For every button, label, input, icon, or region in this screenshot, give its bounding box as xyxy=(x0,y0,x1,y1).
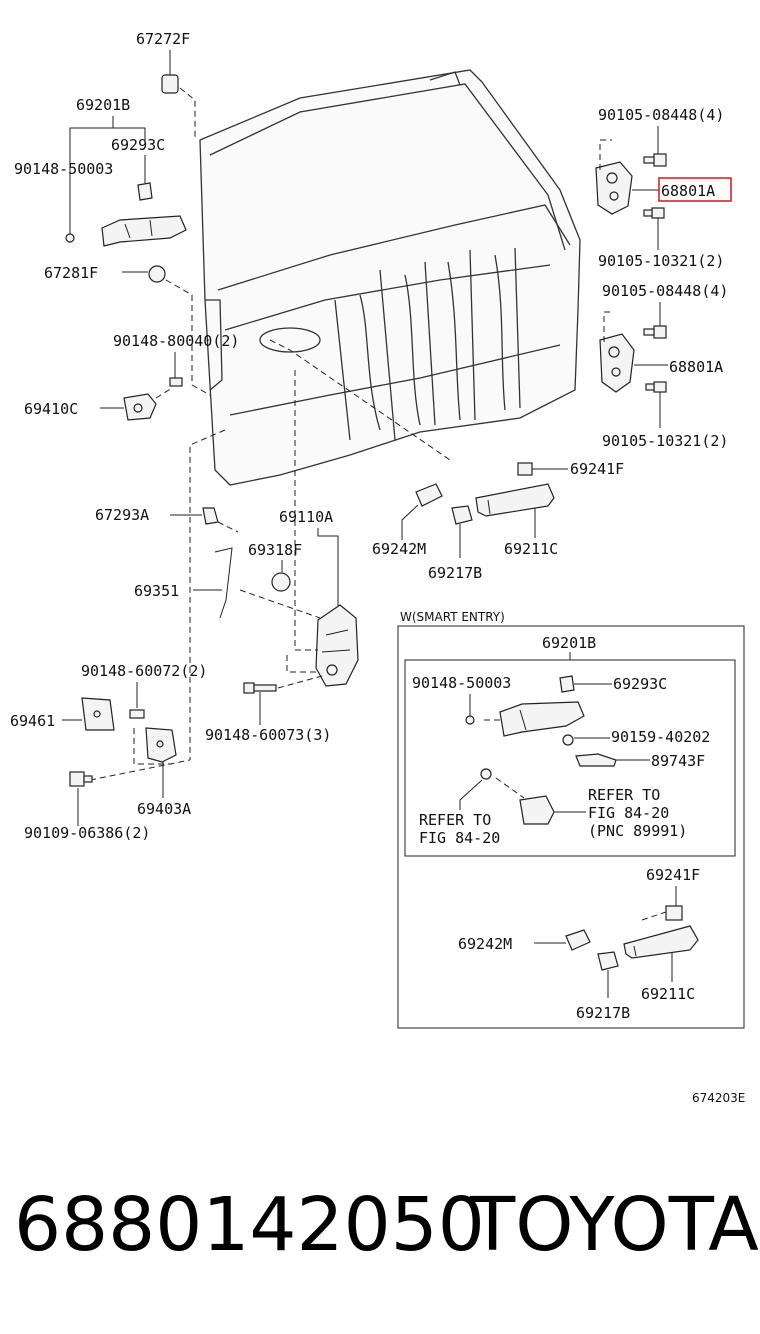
part-90105-08448-bolt-upper xyxy=(643,153,667,167)
label-smart-69217B: 69217B xyxy=(576,1004,630,1022)
part-69241F-connector xyxy=(517,462,533,476)
label-smart-69201B: 69201B xyxy=(542,634,596,652)
part-69201B-handle xyxy=(65,215,187,247)
part-smart-69241F-connector xyxy=(665,905,683,921)
label-69410C: 69410C xyxy=(24,400,78,418)
part-90105-10321-bolt-upper xyxy=(643,207,665,219)
label-smart-69211C: 69211C xyxy=(641,985,695,1003)
label-69110A: 69110A xyxy=(279,508,333,526)
part-smart-69211C-outside-handle xyxy=(623,911,699,959)
part-smart-90148-50003-screw xyxy=(465,715,475,725)
part-67293A-stopper xyxy=(202,507,239,533)
label-smart-69241F: 69241F xyxy=(646,866,700,884)
part-69403A-plate xyxy=(133,727,177,765)
part-90148-60073-bolt xyxy=(243,675,323,694)
part-smart-refer-module xyxy=(495,777,555,825)
part-69110A-lock-assembly xyxy=(239,370,359,687)
part-69351-rod xyxy=(214,547,233,619)
part-number: 6880142050 xyxy=(14,1182,485,1268)
label-69242M: 69242M xyxy=(372,540,426,558)
part-90109-06386-bolt xyxy=(69,771,93,787)
part-69293C-clip xyxy=(137,155,153,201)
label-90148-60072: 90148-60072(2) xyxy=(81,662,207,680)
label-90105-08448-lower: 90105-08448(4) xyxy=(602,282,728,300)
refer-left-line2: FIG 84-20 xyxy=(419,829,500,847)
label-smart-90159-40202: 90159-40202 xyxy=(611,728,710,746)
label-68801A-highlighted: 68801A xyxy=(661,182,715,200)
part-smart-refer-clip xyxy=(480,768,492,780)
part-smart-90159-40202-screw xyxy=(562,734,574,746)
figure-code: 674203E xyxy=(692,1091,745,1105)
part-90105-10321-bolt-lower xyxy=(645,381,667,393)
part-67272F-stopper xyxy=(161,50,196,140)
part-90105-08448-bolt-lower xyxy=(643,325,667,339)
label-69318F: 69318F xyxy=(248,541,302,559)
part-68801A-hinge-upper xyxy=(595,139,633,215)
part-69217B-cover xyxy=(451,505,473,525)
label-smart-69293C: 69293C xyxy=(613,675,667,693)
label-smart-69242M: 69242M xyxy=(458,935,512,953)
label-smart-89743F: 89743F xyxy=(651,752,705,770)
label-smart-90148-50003: 90148-50003 xyxy=(412,674,511,692)
label-90105-08448-upper: 90105-08448(4) xyxy=(598,106,724,124)
label-90148-50003: 90148-50003 xyxy=(14,160,113,178)
label-69293C: 69293C xyxy=(111,136,165,154)
refer-left-line1: REFER TO xyxy=(419,811,491,829)
part-69242M-pad xyxy=(415,483,443,507)
label-69241F: 69241F xyxy=(570,460,624,478)
part-69410C-striker xyxy=(123,387,173,421)
back-door-panel xyxy=(199,69,581,486)
label-90109-06386: 90109-06386(2) xyxy=(24,824,150,842)
part-smart-69242M-pad xyxy=(565,929,591,951)
part-69461-bracket xyxy=(81,697,115,731)
highlight-68801A-box xyxy=(658,177,732,202)
label-69403A: 69403A xyxy=(137,800,191,818)
label-90105-10321-upper: 90105-10321(2) xyxy=(598,252,724,270)
label-67293A: 67293A xyxy=(95,506,149,524)
label-69211C: 69211C xyxy=(504,540,558,558)
smart-entry-box xyxy=(397,625,745,1029)
part-90148-80040-screw xyxy=(169,377,183,387)
part-smart-69201B-handle xyxy=(484,701,585,737)
label-90148-60073: 90148-60073(3) xyxy=(205,726,331,744)
refer-right-line2: FIG 84-20 xyxy=(588,804,669,822)
part-69318F-cushion xyxy=(271,572,291,592)
part-69211C-outside-handle xyxy=(475,483,555,517)
label-69201B: 69201B xyxy=(76,96,130,114)
part-smart-69293C-clip xyxy=(559,675,575,693)
smart-entry-title: W(SMART ENTRY) xyxy=(400,610,505,624)
label-69461: 69461 xyxy=(10,712,55,730)
label-68801A-lower: 68801A xyxy=(669,358,723,376)
part-90148-60072-screw xyxy=(129,709,145,719)
label-90148-80040: 90148-80040(2) xyxy=(113,332,239,350)
smart-entry-inner-box xyxy=(404,659,736,857)
brand-name: TOYOTA xyxy=(470,1182,759,1268)
part-68801A-hinge-lower xyxy=(599,311,635,393)
part-smart-69217B-cover xyxy=(597,951,619,971)
part-67281F-cushion xyxy=(148,265,211,396)
label-67281F: 67281F xyxy=(44,264,98,282)
part-smart-89743F-sensor xyxy=(575,753,617,767)
label-69217B: 69217B xyxy=(428,564,482,582)
refer-right-line1: REFER TO xyxy=(588,786,660,804)
label-69351: 69351 xyxy=(134,582,179,600)
label-67272F: 67272F xyxy=(136,30,190,48)
refer-right-line3: (PNC 89991) xyxy=(588,822,687,840)
label-90105-10321-lower: 90105-10321(2) xyxy=(602,432,728,450)
